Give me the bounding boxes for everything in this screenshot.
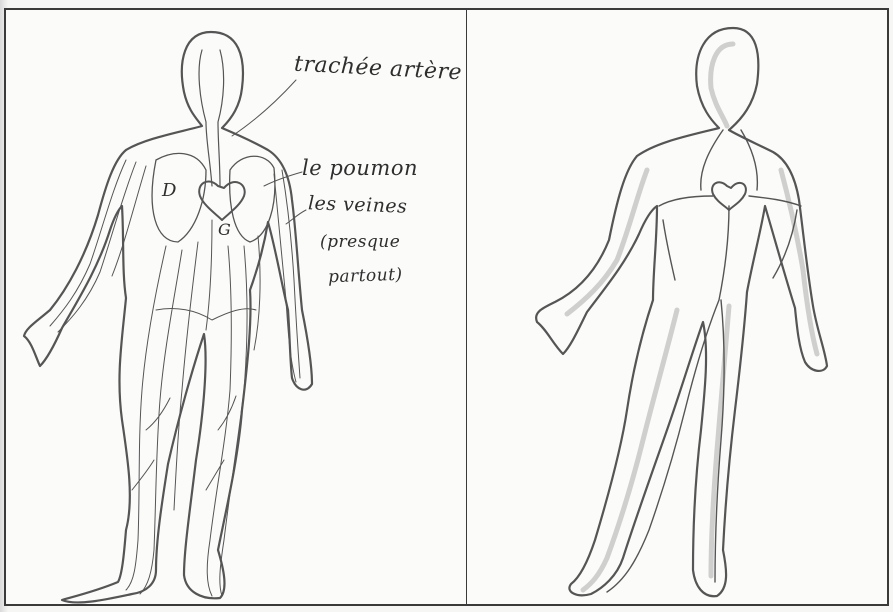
left-vein-network bbox=[50, 160, 300, 596]
left-label-leader-lines bbox=[232, 80, 306, 224]
label-les-veines: les veines bbox=[308, 192, 408, 217]
left-body-outline bbox=[24, 32, 312, 602]
right-body-outline bbox=[536, 28, 827, 596]
heart-letter-g: G bbox=[218, 220, 231, 239]
label-le-poumon: le poumon bbox=[302, 156, 418, 180]
left-heart-shape bbox=[199, 181, 244, 220]
left-drawing-panel: D G trachée artère le poumon les veines … bbox=[4, 8, 468, 606]
left-body-drawing bbox=[6, 10, 468, 606]
right-body-drawing bbox=[467, 10, 889, 606]
label-partout: partout) bbox=[328, 265, 403, 288]
label-presque: (presque bbox=[320, 232, 400, 252]
right-drawing-panel bbox=[466, 8, 889, 606]
heart-letter-d: D bbox=[162, 180, 177, 201]
